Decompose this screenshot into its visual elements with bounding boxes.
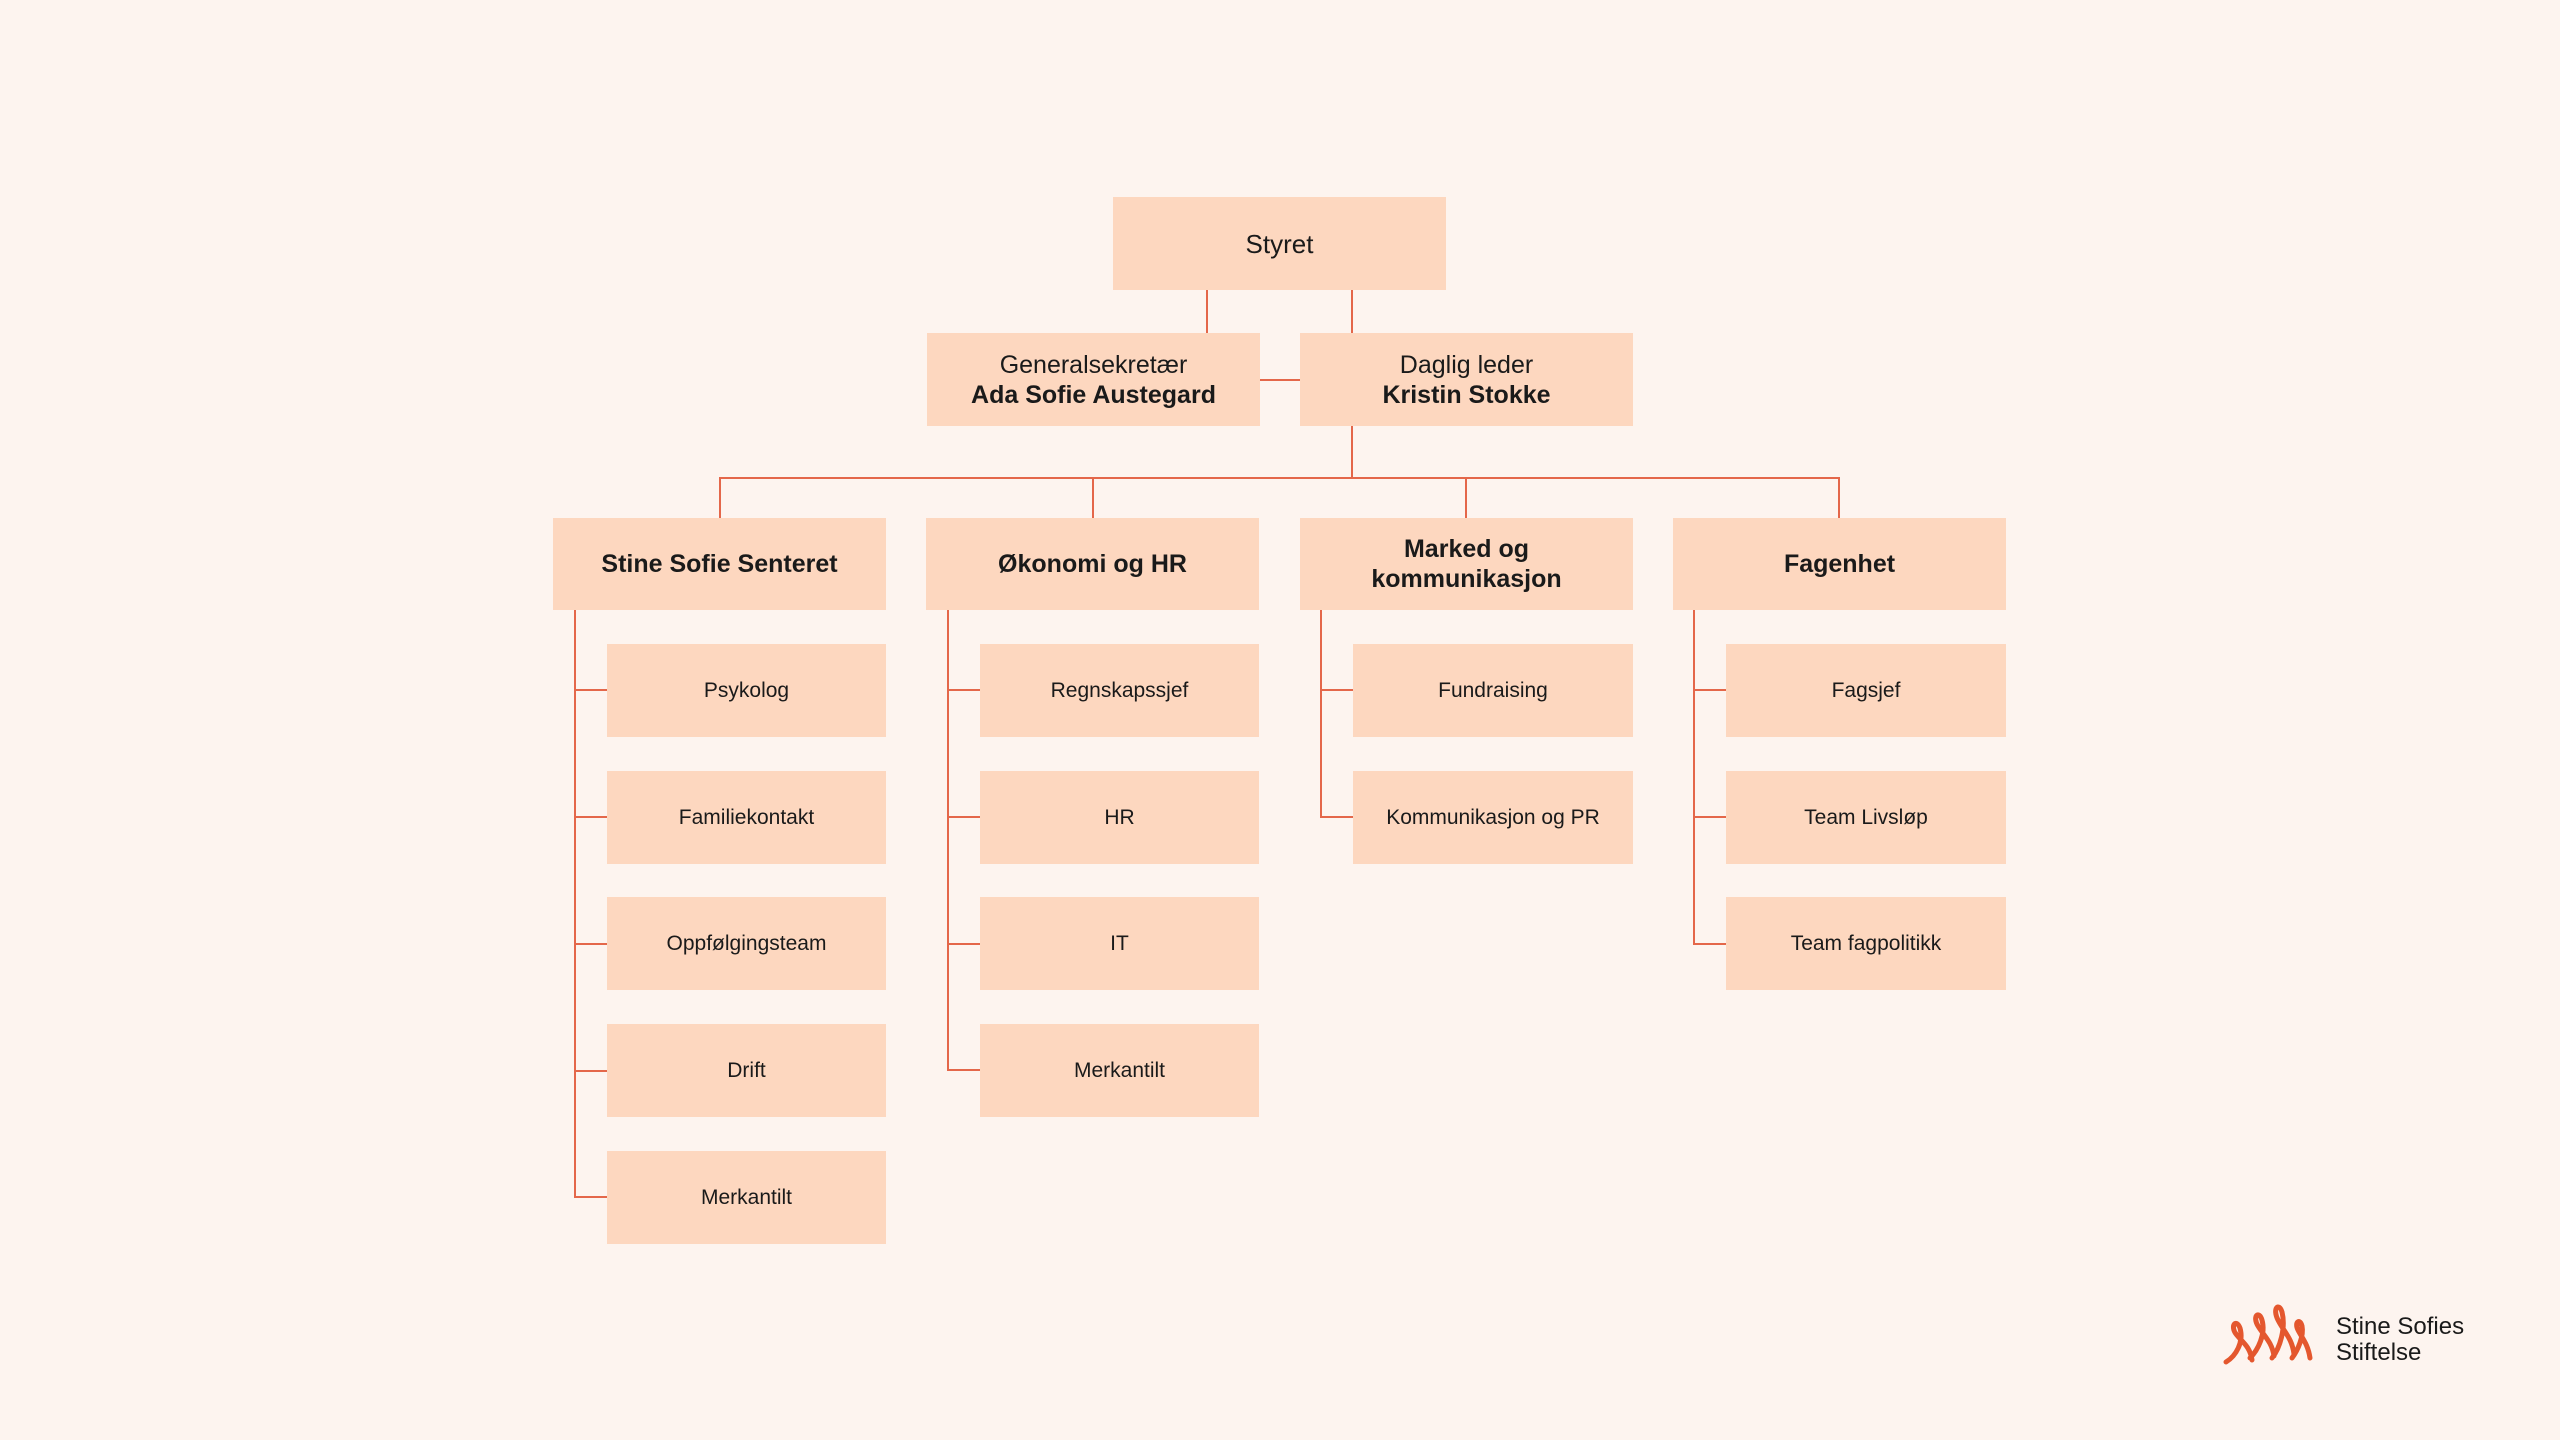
unit-label: HR [1104,805,1135,829]
unit-label: Team fagpolitikk [1790,931,1942,955]
logo-text: Stine Sofies Stiftelse [2336,1314,2464,1366]
connector-line [1351,426,1353,478]
connector-line [574,689,607,691]
connector-line [947,816,980,818]
connector-line [1693,943,1726,945]
connector-line [947,689,980,691]
connector-line [1465,477,1467,518]
connector-line [1092,477,1094,518]
unit-label: Merkantilt [1073,1058,1166,1082]
stine-sofies-stiftelse-logo: Stine Sofies Stiftelse [2222,1298,2482,1370]
connector-line [1320,816,1353,818]
unit-label: Regnskapssjef [1050,678,1189,702]
unit-label: Psykolog [703,678,790,702]
connector-line [1351,290,1353,334]
board-label: Styret [1245,228,1314,259]
unit-label: Familiekontakt [678,805,815,829]
department-name: Marked og kommunikasjon [1371,535,1562,593]
connector-line [947,943,980,945]
department-fagenhet: Fagenhet [1673,518,2006,610]
logo-line-1: Stine Sofies [2336,1313,2465,1340]
daily-leader-box: Daglig leder Kristin Stokke [1300,333,1633,426]
connector-line [1838,477,1840,518]
board-box: Styret [1113,197,1446,290]
unit-box: Regnskapssjef [980,644,1259,737]
connector-line [574,610,576,1198]
department-name: Fagenhet [1783,550,1896,578]
connector-line [1320,610,1322,818]
connector-line [574,943,607,945]
connector-line [1693,610,1695,945]
unit-box: Familiekontakt [607,771,886,864]
unit-box: IT [980,897,1259,990]
unit-label: Fagsjef [1831,678,1901,702]
unit-label: Fundraising [1438,678,1548,702]
unit-label: Kommunikasjon og PR [1386,805,1600,829]
unit-box: Psykolog [607,644,886,737]
connector-line [1320,689,1353,691]
connector-line [947,1069,980,1071]
department-okonomi-og-hr: Økonomi og HR [926,518,1259,610]
unit-label: IT [1110,931,1129,955]
unit-box: Drift [607,1024,886,1117]
unit-label: Oppfølgingsteam [666,931,827,955]
connector-line [574,1070,607,1072]
connector-line [574,816,607,818]
logo-line-2: Stiftelse [2336,1339,2422,1366]
unit-box: Fundraising [1353,644,1633,737]
unit-box: Merkantilt [980,1024,1259,1117]
connector-line [1260,379,1300,381]
connector-line [1693,689,1726,691]
unit-box: Team Livsløp [1726,771,2006,864]
connector-line [719,477,1840,479]
unit-box: HR [980,771,1259,864]
logo-mark-icon [2223,1304,2313,1365]
connector-line [947,610,949,1071]
unit-label: Merkantilt [700,1185,793,1209]
daily-leader-name: Kristin Stokke [1382,380,1551,409]
department-name: Stine Sofie Senteret [601,550,838,578]
connector-line [574,1196,607,1198]
secretary-general-box: Generalsekretær Ada Sofie Austegard [927,333,1260,426]
unit-label: Drift [727,1058,766,1082]
connector-line [1206,290,1208,334]
department-name: Økonomi og HR [998,550,1187,578]
unit-label: Team Livsløp [1804,805,1928,829]
unit-box: Merkantilt [607,1151,886,1244]
secretary-general-name: Ada Sofie Austegard [971,380,1216,409]
secretary-general-role: Generalsekretær [999,350,1188,379]
unit-box: Fagsjef [1726,644,2006,737]
unit-box: Kommunikasjon og PR [1353,771,1633,864]
daily-leader-role: Daglig leder [1399,350,1534,379]
connector-line [719,477,721,518]
connector-line [1693,816,1726,818]
department-stine-sofie-senteret: Stine Sofie Senteret [553,518,886,610]
unit-box: Oppfølgingsteam [607,897,886,990]
unit-box: Team fagpolitikk [1726,897,2006,990]
department-marked-og-kommunikasjon: Marked og kommunikasjon [1300,518,1633,610]
